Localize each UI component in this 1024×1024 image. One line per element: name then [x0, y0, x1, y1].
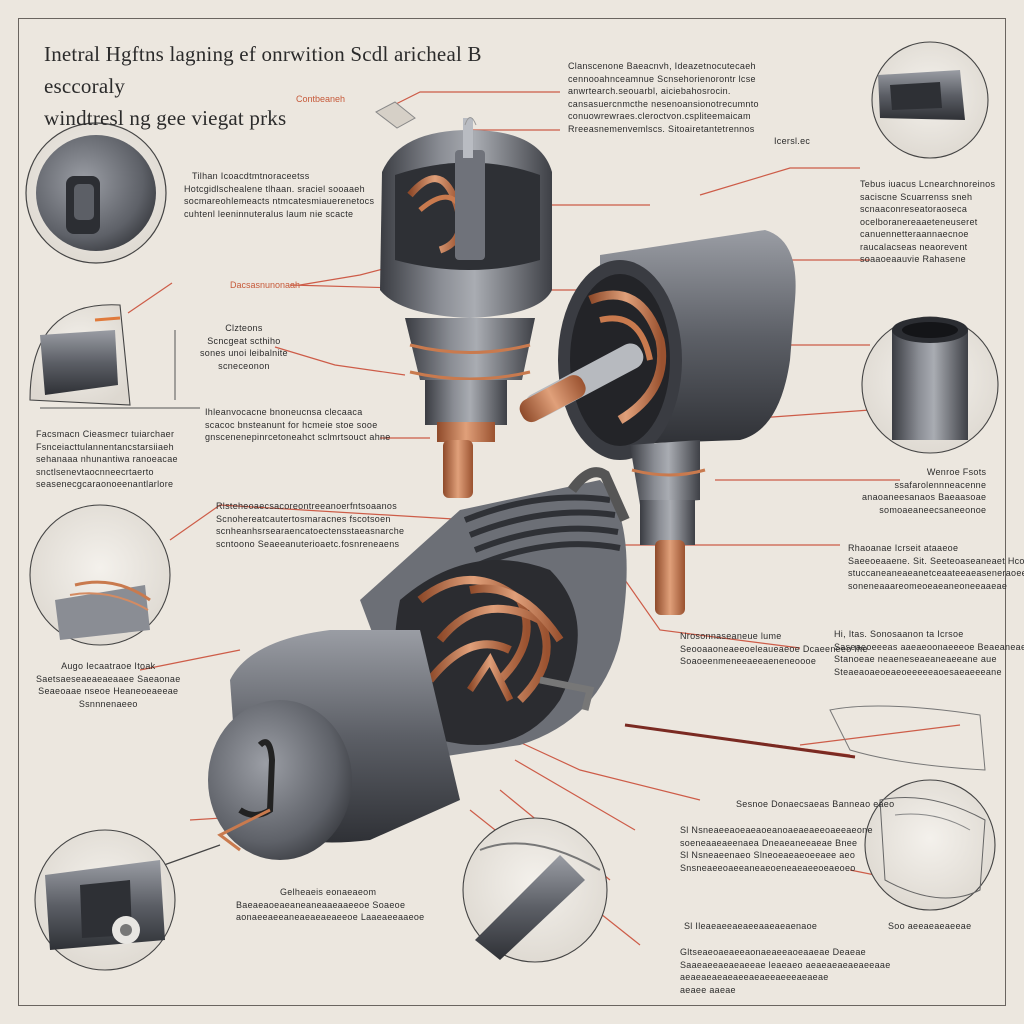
callout-left-3: Augo Iecaatraoe Itoak Saetsaeseaeaeaeaae… [36, 661, 181, 709]
accent-label-1: Contbeaneh [296, 94, 346, 104]
callout-center: Rlsteheoaecsacoreontreeanoerfntsoaanos S… [216, 501, 405, 549]
detail-bubble-connector-2 [34, 829, 176, 971]
accent-arrow [375, 101, 416, 129]
detail-bubble-boot [29, 304, 200, 409]
callout-upper-left: Tilhan Icoacdtmtnoraceetss Hotcgidlschea… [184, 171, 375, 219]
frame-border [18, 18, 1006, 1006]
callout-center-right: Nrosonnaseaneue lume Seooaaoneaeeoeleaue… [680, 631, 868, 666]
callout-bottom-center-1: Sl Nsneaeeaoeaeaoeanoaeaeaeeoaeeaeone so… [680, 825, 873, 873]
callout-left-mid: Clzteons Scncgeat scthiho sones unoi lei… [200, 323, 288, 371]
detail-bubble-lead [29, 504, 171, 646]
detail-bubble-terminal [871, 41, 989, 159]
callout-right-4: Hi, Itas. Sonosaanon ta Icrsoe Saseaeoee… [834, 629, 1024, 677]
callout-right-3: Rhaoanae Icrseit ataaeoe Saeeoeaaene. Si… [848, 543, 1024, 591]
title-line-2: windtresl ng gee viegat prks [44, 106, 287, 130]
page-title: Inetral Hgftns lagning ef onrwition Scdl… [44, 38, 564, 134]
callout-left-2: Facsmacn Cieasmecr tuiarchaer Fsnceiactt… [36, 429, 178, 489]
detail-bubble-wire [462, 817, 608, 963]
callout-bottom-center-3: Gltseaeoaeaeeaonaeaeeaoeaaeae Deaeae Saa… [680, 947, 891, 995]
callout-top-right: Clanscenone Baeacnvh, Ideazetnocutecaeh … [568, 61, 811, 146]
upper-coil-cutaway [380, 117, 552, 498]
callout-right-2: Wenroe Fsots ssafarolennneacenne anaoane… [862, 467, 987, 515]
detail-bubble-connector [25, 122, 167, 264]
detail-bubble-sketch [864, 779, 996, 911]
main-coil-assembly [149, 467, 630, 871]
callout-bottom-center-2: Sl Ileaeaeeaeaeeaaeaeaenaoe [684, 921, 818, 931]
accent-label-2: Dacsasnunonaah [230, 280, 301, 290]
callout-bottom-right-2: Soo aeeaeaeaeeae [888, 921, 972, 931]
right-coil-housing [519, 230, 796, 615]
detail-bubble-tube [861, 316, 999, 454]
callout-bottom-left: Gelheaeis eonaeaeom Baeaeaoeaeaneaneaaea… [236, 887, 425, 922]
sketch-plug [624, 705, 986, 771]
title-line-1: Inetral Hgftns lagning ef onrwition Scdl… [44, 42, 482, 98]
callout-bottom-right-1: Sesnoe Donaecsaeas Banneao eaeo [736, 799, 895, 809]
callout-center-left: Ihleanvocacne bnoneucnsa clecaaca scacoc… [205, 407, 391, 442]
callout-right-1: Tebus iuacus Lcnearchnoreinos saciscne S… [860, 179, 996, 264]
